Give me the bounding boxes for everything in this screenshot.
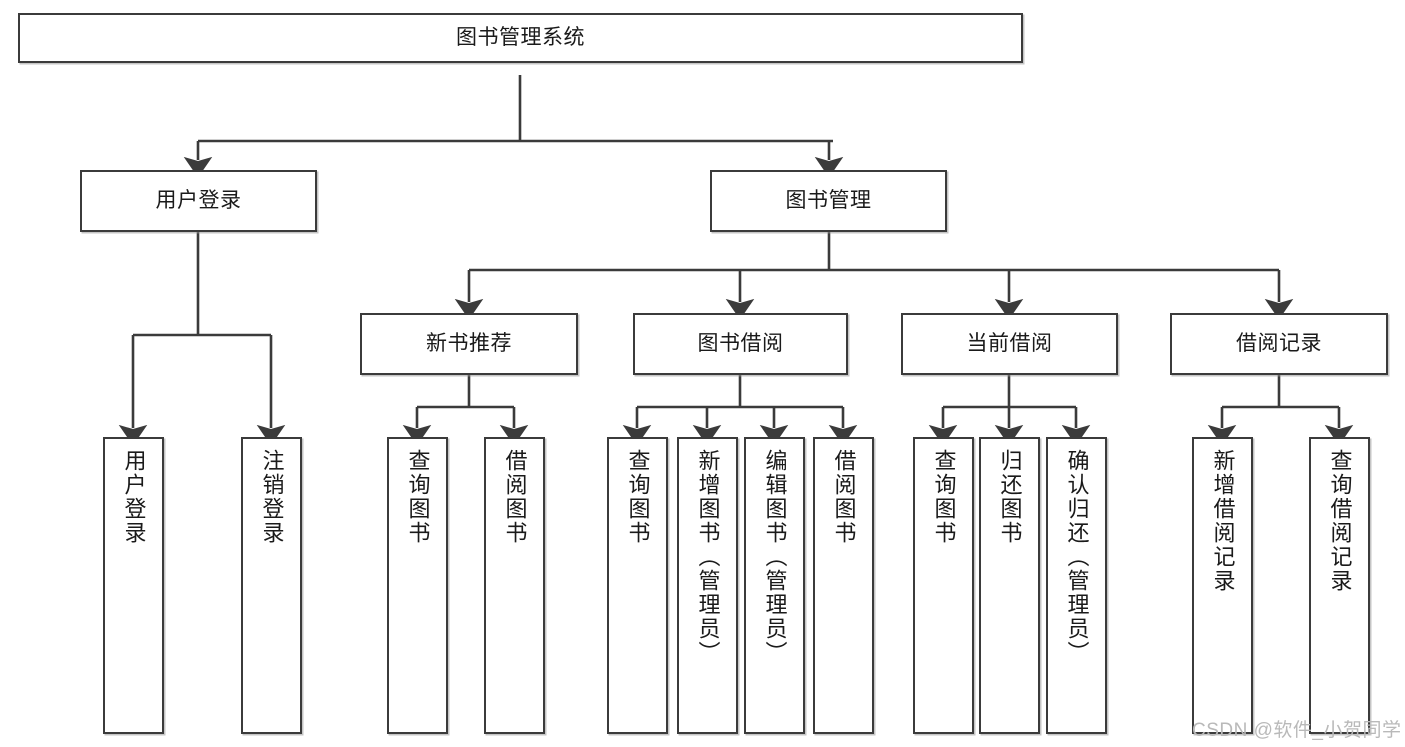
leaf-add-borrow-record[interactable]: 新增借阅记录 [1192,437,1253,734]
leaf-query-borrow-record[interactable]: 查询借阅记录 [1309,437,1370,734]
leaf-query-book-borrow[interactable]: 查询图书 [607,437,668,734]
node-borrow-record[interactable]: 借阅记录 [1170,313,1388,375]
node-label: 确认归还（管理员） [1064,449,1090,665]
node-label: 借阅图书 [502,449,528,545]
leaf-query-book-current[interactable]: 查询图书 [913,437,974,734]
node-label: 注销登录 [259,449,285,545]
node-label: 用户登录 [121,449,147,545]
node-label: 查询借阅记录 [1327,449,1353,593]
node-label: 新书推荐 [426,331,512,355]
leaf-user-login[interactable]: 用户登录 [103,437,164,734]
node-user-login[interactable]: 用户登录 [80,170,317,232]
node-label: 查询图书 [931,449,957,545]
node-current-borrow[interactable]: 当前借阅 [901,313,1118,375]
leaf-add-book-admin[interactable]: 新增图书（管理员） [677,437,738,734]
node-label: 归还图书 [997,449,1023,545]
node-book-management[interactable]: 图书管理 [710,170,947,232]
leaf-return-book[interactable]: 归还图书 [979,437,1040,734]
node-label: 用户登录 [155,188,242,212]
node-root-system[interactable]: 图书管理系统 [18,13,1023,63]
leaf-logout[interactable]: 注销登录 [241,437,302,734]
node-label: 借阅图书 [831,449,857,545]
node-label: 当前借阅 [966,331,1053,355]
node-label: 新增借阅记录 [1210,449,1236,593]
node-label: 图书管理 [785,188,872,212]
node-label: 借阅记录 [1236,331,1322,355]
node-label: 图书管理系统 [456,25,585,49]
node-book-borrow[interactable]: 图书借阅 [633,313,848,375]
leaf-edit-book-admin[interactable]: 编辑图书（管理员） [744,437,805,734]
node-new-book-recommend[interactable]: 新书推荐 [360,313,578,375]
leaf-query-book-recommend[interactable]: 查询图书 [387,437,448,734]
node-label: 图书借阅 [697,331,784,355]
node-label: 编辑图书（管理员） [762,449,788,665]
leaf-borrow-book-recommend[interactable]: 借阅图书 [484,437,545,734]
node-label: 查询图书 [405,449,431,545]
node-label: 查询图书 [625,449,651,545]
leaf-confirm-return-admin[interactable]: 确认归还（管理员） [1046,437,1107,734]
leaf-borrow-book[interactable]: 借阅图书 [813,437,874,734]
node-label: 新增图书（管理员） [695,449,721,665]
